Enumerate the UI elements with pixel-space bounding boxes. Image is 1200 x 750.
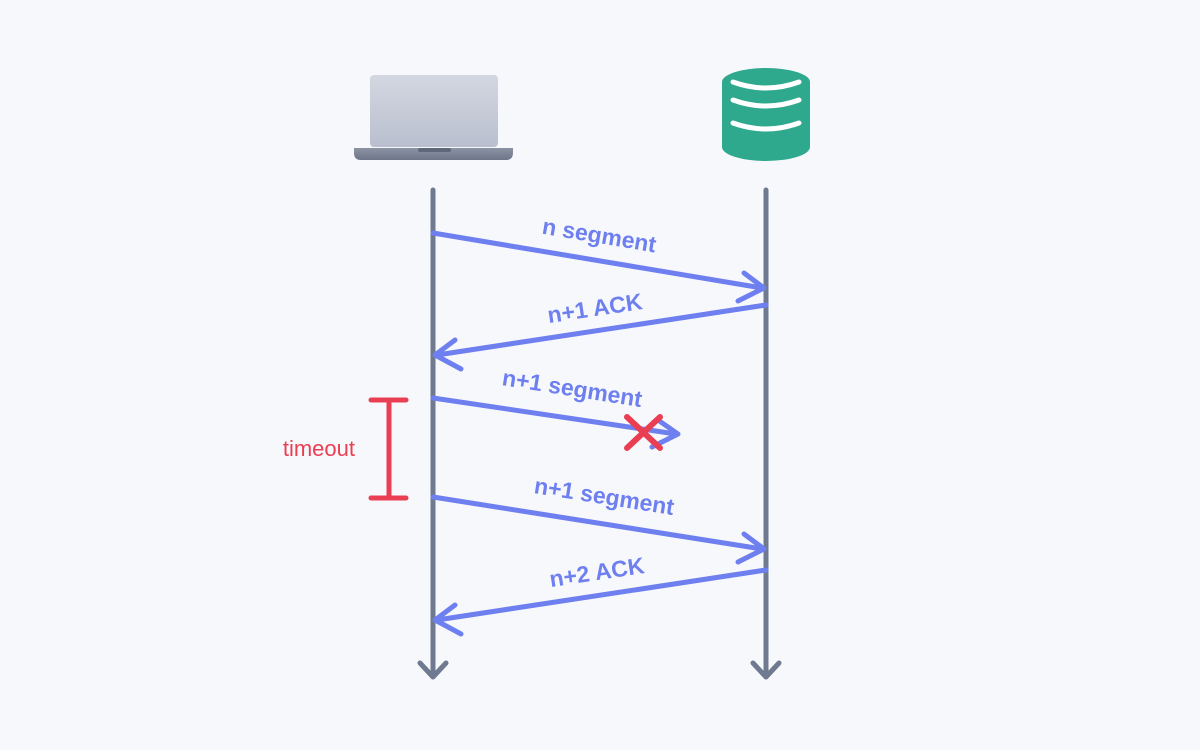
- timeout-marker: timeout: [283, 397, 409, 501]
- message-arrow: n+1 segment: [430, 472, 767, 565]
- message-arrow: n+2 ACK: [432, 552, 769, 637]
- laptop-screen: [370, 75, 498, 147]
- arrowhead-icon: [735, 270, 767, 304]
- laptop-icon: [354, 75, 513, 160]
- close-icon: [624, 414, 663, 451]
- message-arrow: n+1 ACK: [432, 288, 769, 372]
- message-arrow: n segment: [430, 213, 767, 304]
- laptop-base: [354, 148, 513, 160]
- database-stripe: [730, 79, 802, 91]
- lost-message-arrow: n+1 segment: [430, 364, 681, 451]
- laptop-hinge: [418, 148, 451, 152]
- chevron-down-icon: [750, 660, 782, 680]
- message-label: n+2 ACK: [548, 552, 647, 592]
- arrowhead-icon: [432, 602, 464, 637]
- message-label: n+1 segment: [532, 472, 676, 520]
- database-stripe: [730, 120, 802, 132]
- arrowhead-icon: [432, 337, 464, 372]
- database-stripe: [730, 97, 802, 109]
- message-label: n+1 ACK: [546, 288, 645, 328]
- database-icon: [722, 68, 810, 161]
- server-lifeline: [750, 187, 782, 680]
- arrowhead-icon: [649, 417, 681, 450]
- chevron-down-icon: [417, 660, 449, 680]
- message-label: n segment: [540, 213, 658, 258]
- database-top: [722, 68, 810, 96]
- timeout-label: timeout: [283, 436, 355, 461]
- client-lifeline: [417, 187, 449, 680]
- arrowhead-icon: [735, 531, 767, 565]
- message-label: n+1 segment: [500, 364, 644, 412]
